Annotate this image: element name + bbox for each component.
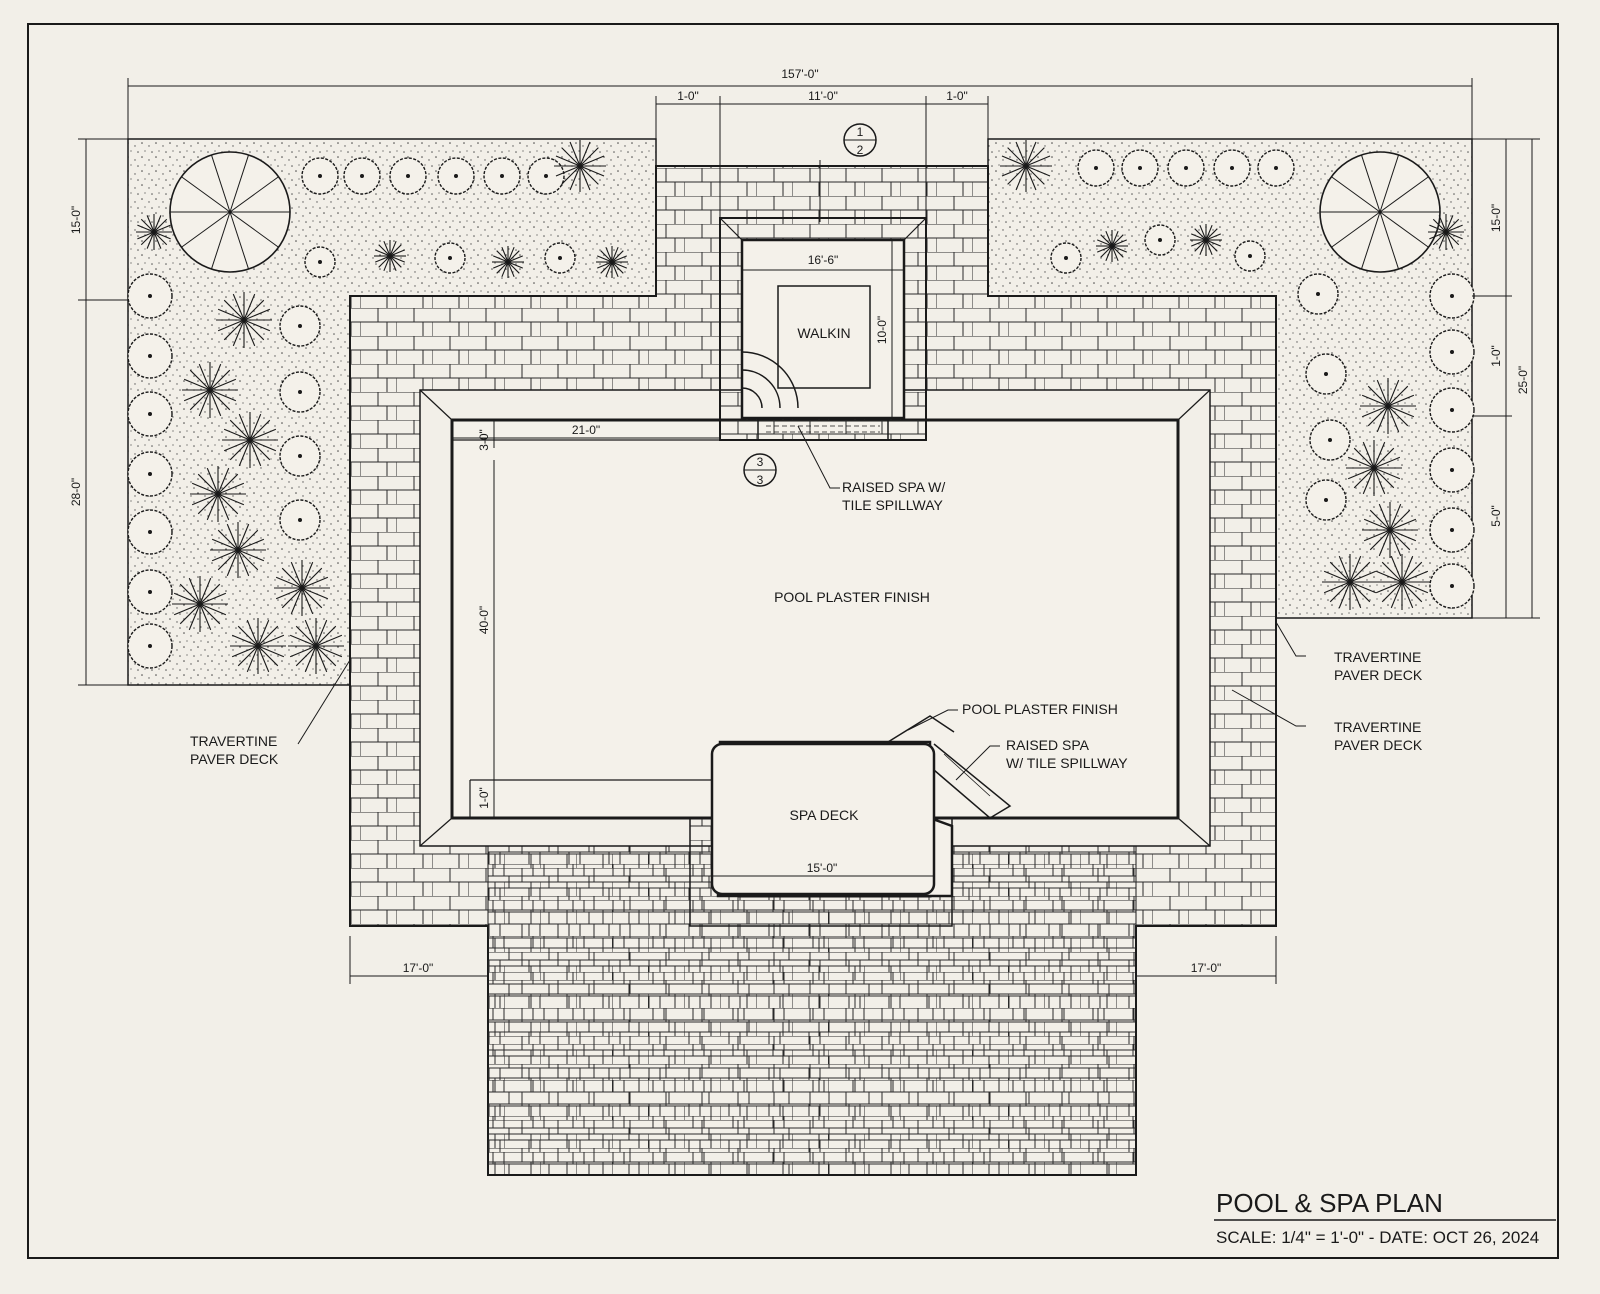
callout-number-bottom: 2 bbox=[857, 143, 864, 157]
dim-walkin-depth: 10-0" bbox=[875, 316, 889, 344]
palm-icon bbox=[1428, 214, 1464, 250]
palm-icon bbox=[1374, 554, 1430, 610]
label-pool-plaster: POOL PLASTER FINISH bbox=[774, 589, 930, 605]
dim-pool-top: 21-0" bbox=[572, 423, 600, 437]
dim-right-lower: 5-0" bbox=[1489, 505, 1503, 527]
dim-top-left: 1-0" bbox=[677, 89, 699, 103]
label-deck-left-line1: TRAVERTINE bbox=[190, 733, 277, 749]
dim-pool-step: 3-0" bbox=[477, 429, 491, 451]
dim-bottom-left: 17'-0" bbox=[403, 961, 434, 975]
pool-bench bbox=[469, 779, 712, 818]
section-callout-top: 1 2 bbox=[843, 123, 877, 157]
palm-icon bbox=[136, 214, 172, 250]
label-walkin: WALKIN bbox=[797, 325, 850, 341]
palm-icon bbox=[1190, 224, 1222, 256]
palm-icon bbox=[554, 140, 606, 192]
dim-pool-length: 40-0" bbox=[477, 606, 491, 634]
palm-icon bbox=[1000, 140, 1052, 192]
callout-number-top: 1 bbox=[857, 125, 864, 139]
tree-icon bbox=[1319, 151, 1441, 273]
dim-left-upper: 15-0" bbox=[69, 206, 83, 234]
walkin-inner bbox=[777, 285, 871, 389]
plan-subtitle: SCALE: 1/4" = 1'-0" - DATE: OCT 26, 2024 bbox=[1216, 1228, 1539, 1247]
plants-right bbox=[1000, 140, 1475, 610]
palm-icon bbox=[1346, 440, 1402, 496]
label-spa-deck: SPA DECK bbox=[790, 807, 860, 823]
callout-number-bottom: 3 bbox=[757, 473, 764, 487]
palm-icon bbox=[1360, 378, 1416, 434]
palm-icon bbox=[1322, 554, 1378, 610]
label-deck-left-line2: PAVER DECK bbox=[190, 751, 279, 767]
walkin-steps bbox=[741, 351, 799, 409]
dim-overall-width: 157'-0" bbox=[781, 67, 818, 81]
dim-spa-deck-width: 15'-0" bbox=[807, 861, 838, 875]
dim-right-upper: 15-0" bbox=[1489, 204, 1503, 232]
dimension-lines bbox=[78, 78, 1540, 984]
label-raised-spa-right-line2: W/ TILE SPILLWAY bbox=[1006, 755, 1128, 771]
plan-title: POOL & SPA PLAN bbox=[1216, 1188, 1443, 1218]
palm-icon bbox=[230, 618, 286, 674]
label-raised-spa-top-line2: TILE SPILLWAY bbox=[842, 497, 944, 513]
label-raised-spa-right-line1: RAISED SPA bbox=[1006, 737, 1090, 753]
label-deck-right-upper-line2: PAVER DECK bbox=[1334, 667, 1423, 683]
leader-lines bbox=[297, 160, 1306, 781]
palm-icon bbox=[274, 560, 330, 616]
spa-spillway-right bbox=[887, 715, 955, 743]
palm-icon bbox=[222, 412, 278, 468]
dim-left-lower: 28-0" bbox=[69, 478, 83, 506]
dim-top-mid: 11'-0" bbox=[808, 89, 838, 103]
callout-number-top: 3 bbox=[757, 455, 764, 469]
palm-icon bbox=[596, 246, 628, 278]
label-deck-right-upper-line1: TRAVERTINE bbox=[1334, 649, 1421, 665]
palm-icon bbox=[216, 292, 272, 348]
palm-icon bbox=[288, 618, 344, 674]
palm-icon bbox=[172, 576, 228, 632]
palm-icon bbox=[190, 466, 246, 522]
label-pool-plaster-secondary: POOL PLASTER FINISH bbox=[962, 701, 1118, 717]
dim-right-total: 25-0" bbox=[1516, 366, 1530, 394]
dim-pool-bottom-step: 1-0" bbox=[477, 787, 491, 809]
tree-icon bbox=[169, 151, 291, 273]
label-deck-right-lower-line1: TRAVERTINE bbox=[1334, 719, 1421, 735]
palm-icon bbox=[1362, 502, 1418, 558]
dim-walkin-width: 16'-6" bbox=[808, 253, 839, 267]
palm-icon bbox=[374, 240, 406, 272]
palm-icon bbox=[210, 522, 266, 578]
spa-deck-body bbox=[710, 742, 936, 896]
palm-icon bbox=[182, 362, 238, 418]
dim-top-right: 1-0" bbox=[946, 89, 968, 103]
section-callout-mid: 3 3 bbox=[743, 453, 777, 487]
label-deck-right-lower-line2: PAVER DECK bbox=[1334, 737, 1423, 753]
dim-bottom-right: 17'-0" bbox=[1191, 961, 1222, 975]
palm-icon bbox=[1096, 230, 1128, 262]
palm-icon bbox=[492, 246, 524, 278]
dim-right-mid: 1-0" bbox=[1489, 345, 1503, 367]
plants-left bbox=[127, 140, 628, 674]
label-raised-spa-top-line1: RAISED SPA W/ bbox=[842, 479, 945, 495]
tile-spillway-top bbox=[757, 417, 889, 441]
sheet-border bbox=[27, 23, 1559, 1259]
